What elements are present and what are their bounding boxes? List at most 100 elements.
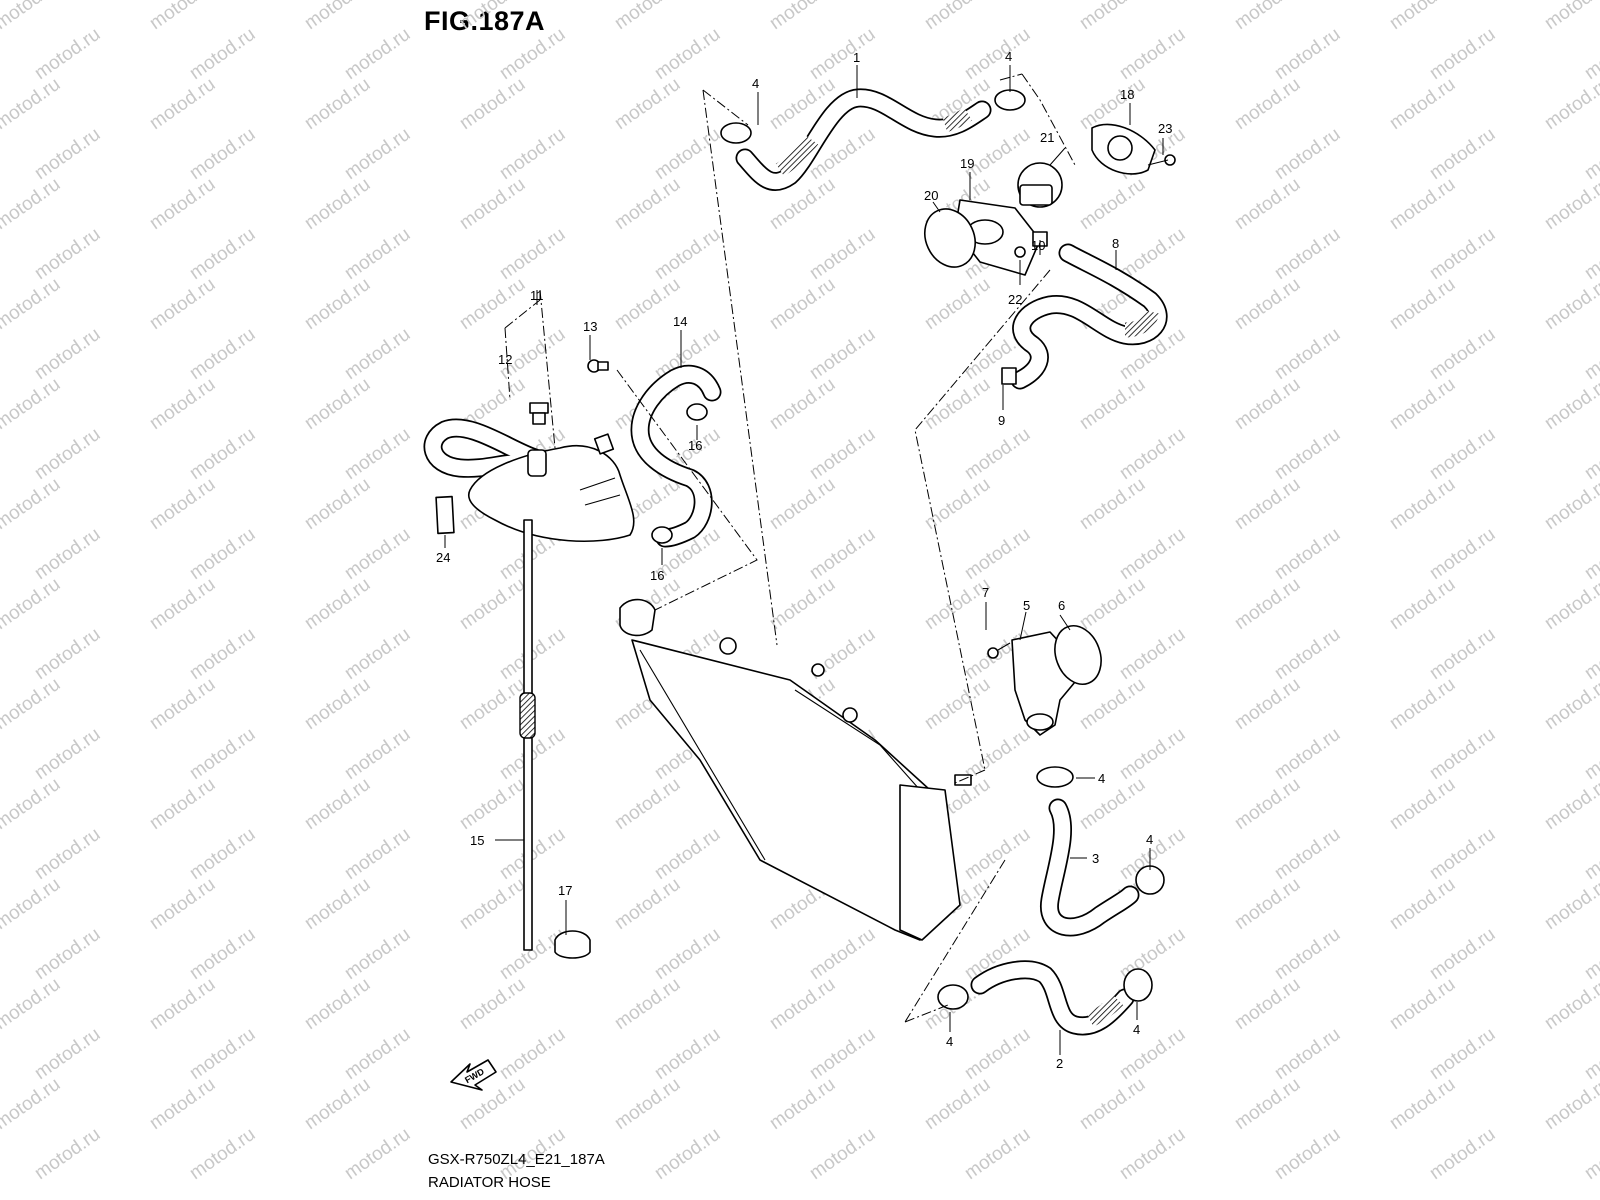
hose-1-upper xyxy=(735,88,992,191)
watermark-text: motod.ru xyxy=(1116,624,1189,684)
watermark-text: motod.ru xyxy=(456,0,529,34)
watermark-text: motod.ru xyxy=(186,924,259,984)
hose-3 xyxy=(1040,798,1140,937)
callout-2: 2 xyxy=(1056,1056,1063,1071)
watermark-text: motod.ru xyxy=(301,474,374,534)
tube-15 xyxy=(519,519,536,951)
watermark-text: motod.ru xyxy=(341,524,414,584)
watermark-text: motod.ru xyxy=(31,624,104,684)
watermark-text: motod.ru xyxy=(651,924,724,984)
watermark-text: motod.ru xyxy=(186,124,259,184)
watermark-text: motod.ru xyxy=(301,674,374,734)
callout-6: 6 xyxy=(1058,598,1065,613)
watermark-text: motod.ru xyxy=(1581,124,1600,184)
figure-title: FIG.187A xyxy=(424,6,546,36)
watermark-text: motod.ru xyxy=(1116,724,1189,784)
watermark-text: motod.ru xyxy=(0,774,64,834)
watermark-text: motod.ru xyxy=(1116,524,1189,584)
watermark-text: motod.ru xyxy=(0,374,64,434)
watermark-text: motod.ru xyxy=(1541,274,1600,334)
watermark-text: motod.ru xyxy=(806,424,879,484)
watermark-text: motod.ru xyxy=(186,224,259,284)
watermark-text: motod.ru xyxy=(961,1124,1034,1184)
callout-10: 10 xyxy=(1031,238,1045,253)
watermark-text: motod.ru xyxy=(1581,1024,1600,1084)
watermark-text: motod.ru xyxy=(186,324,259,384)
watermark-text: motod.ru xyxy=(651,124,724,184)
watermark-text: motod.ru xyxy=(1386,0,1459,34)
clamp-17 xyxy=(554,930,591,959)
watermark-text: motod.ru xyxy=(301,74,374,134)
watermark-text: motod.ru xyxy=(766,374,839,434)
callout-24: 24 xyxy=(436,550,450,565)
watermark-text: motod.ru xyxy=(1426,324,1499,384)
watermark-text: motod.ru xyxy=(1231,774,1304,834)
watermark-text: motod.ru xyxy=(1426,624,1499,684)
cap-18 xyxy=(1091,123,1156,175)
watermark-text: motod.ru xyxy=(0,74,64,134)
watermark-text: motod.ru xyxy=(146,574,219,634)
watermark-text: motod.ru xyxy=(1581,1124,1600,1184)
watermark-text: motod.ru xyxy=(186,524,259,584)
watermark-text: motod.ru xyxy=(1116,424,1189,484)
watermark-text: motod.ru xyxy=(456,74,529,134)
watermark-text: motod.ru xyxy=(0,674,64,734)
watermark-text: motod.ru xyxy=(651,1124,724,1184)
callout-4: 4 xyxy=(946,1034,953,1049)
watermark-text: motod.ru xyxy=(1581,924,1600,984)
watermark-text: motod.ru xyxy=(146,874,219,934)
callout-3: 3 xyxy=(1092,851,1099,866)
watermark-text: motod.ru xyxy=(1231,574,1304,634)
watermark-text: motod.ru xyxy=(611,1074,684,1134)
watermark-text: motod.ru xyxy=(31,224,104,284)
watermark-text: motod.ru xyxy=(1076,174,1149,234)
callout-19: 19 xyxy=(960,156,974,171)
watermark-text: motod.ru xyxy=(1386,74,1459,134)
callout-13: 13 xyxy=(583,319,597,334)
watermark-text: motod.ru xyxy=(341,1124,414,1184)
watermark-text: motod.ru xyxy=(1231,274,1304,334)
watermark-text: motod.ru xyxy=(301,374,374,434)
watermark-text: motod.ru xyxy=(0,574,64,634)
bolt-22 xyxy=(1014,246,1026,258)
watermark-text: motod.ru xyxy=(0,474,64,534)
leader-lines xyxy=(444,65,1164,1055)
watermark-text: motod.ru xyxy=(1386,774,1459,834)
callout-15: 15 xyxy=(470,833,484,848)
watermark-text: motod.ru xyxy=(1426,1024,1499,1084)
callout-4: 4 xyxy=(1098,771,1105,786)
callout-16: 16 xyxy=(650,568,664,583)
watermark-text: motod.ru xyxy=(611,174,684,234)
watermark-text: motod.ru xyxy=(31,424,104,484)
callout-8: 8 xyxy=(1112,236,1119,251)
watermark-text: motod.ru xyxy=(611,774,684,834)
clip-9 xyxy=(1001,367,1017,385)
watermark-text: motod.ru xyxy=(456,774,529,834)
watermark-text: motod.ru xyxy=(806,224,879,284)
callout-1: 1 xyxy=(853,50,860,65)
watermark-text: motod.ru xyxy=(806,924,879,984)
watermark-text: motod.ru xyxy=(301,1074,374,1134)
watermark-text: motod.ru xyxy=(1541,574,1600,634)
watermark-text: motod.ru xyxy=(1581,424,1600,484)
watermark-text: motod.ru xyxy=(0,974,64,1034)
callout-7: 7 xyxy=(982,585,989,600)
watermark-text: motod.ru xyxy=(1271,324,1344,384)
watermark-text: motod.ru xyxy=(611,974,684,1034)
callout-5: 5 xyxy=(1023,598,1030,613)
watermark-text: motod.ru xyxy=(1076,1074,1149,1134)
watermark-text: motod.ru xyxy=(766,0,839,34)
watermark-text: motod.ru xyxy=(1541,374,1600,434)
watermark-text: motod.ru xyxy=(146,374,219,434)
watermark-text: motod.ru xyxy=(1426,924,1499,984)
watermark-text: motod.ru xyxy=(1386,474,1459,534)
watermark-text: motod.ru xyxy=(1426,1124,1499,1184)
fwd-arrow-icon xyxy=(450,1059,497,1091)
watermark-text: motod.ru xyxy=(1581,224,1600,284)
watermark-text: motod.ru xyxy=(341,124,414,184)
watermark-text: motod.ru xyxy=(1426,824,1499,884)
watermark-text: motod.ru xyxy=(961,524,1034,584)
watermark-text: motod.ru xyxy=(186,424,259,484)
watermark-text: motod.ru xyxy=(1231,674,1304,734)
watermark-text: motod.ru xyxy=(921,574,994,634)
